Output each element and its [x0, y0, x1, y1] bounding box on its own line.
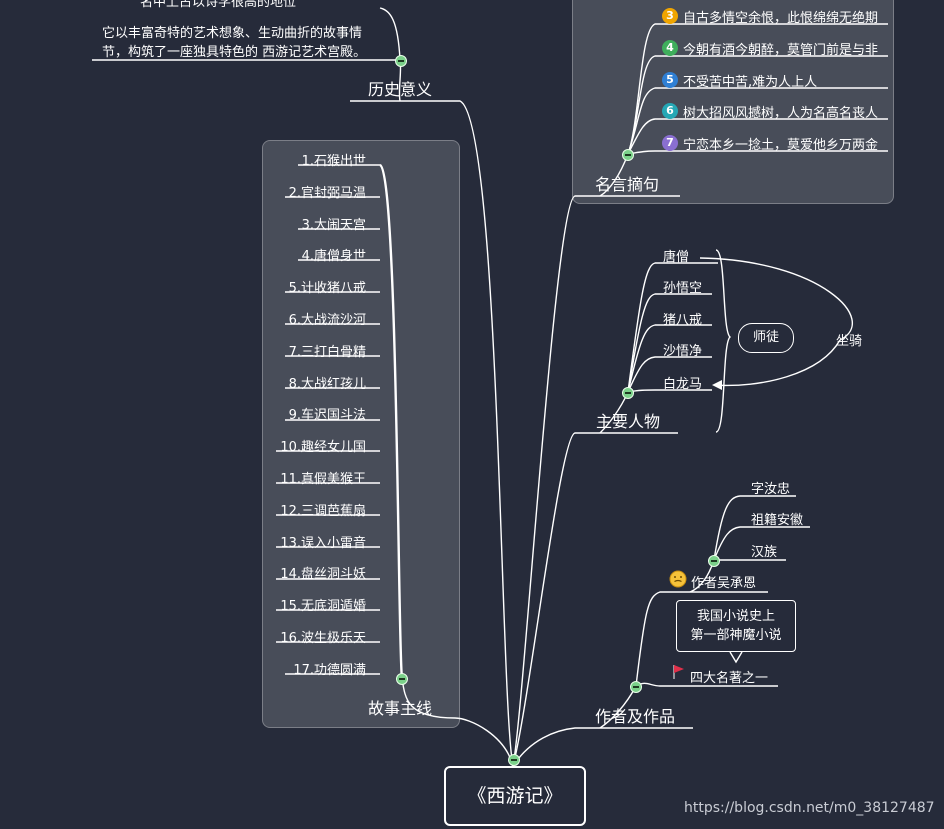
- character-item[interactable]: 孙悟空: [663, 281, 703, 296]
- collapse-quotes-icon[interactable]: [622, 149, 634, 161]
- story-item[interactable]: 7.三打白骨精: [288, 344, 366, 360]
- collapse-story-icon[interactable]: [396, 673, 408, 685]
- red-flag-icon: [673, 665, 684, 679]
- author-detail-courtesy-name[interactable]: 字汝忠: [751, 482, 791, 497]
- quote-number-badge: 3: [662, 8, 678, 24]
- relation-label-mount[interactable]: 坐骑: [836, 334, 863, 349]
- story-item[interactable]: 13.误入小雷音: [280, 535, 366, 551]
- work-callout: 我国小说史上 第一部神魔小说: [676, 600, 796, 652]
- story-item[interactable]: 11.真假美猴王: [280, 472, 366, 487]
- callout-line1: 我国小说史上: [696, 609, 775, 624]
- story-item[interactable]: 5.计收猪八戒: [288, 281, 366, 297]
- story-item[interactable]: 9.车迟国斗法: [288, 408, 366, 424]
- story-item[interactable]: 6.大战流沙河: [288, 313, 366, 328]
- collapse-root-icon[interactable]: [508, 754, 520, 766]
- branch-story[interactable]: 故事主线: [368, 699, 433, 718]
- group-label-disciples[interactable]: 师徒: [738, 323, 794, 353]
- quote-number-badge: 5: [662, 71, 678, 88]
- quote-number-badge: 7: [662, 135, 678, 152]
- author-detail-origin[interactable]: 祖籍安徽: [751, 513, 804, 528]
- author-detail-ethnicity[interactable]: 汉族: [751, 545, 778, 560]
- story-item[interactable]: 12.三调芭蕉扇: [280, 503, 366, 519]
- story-item[interactable]: 2.官封弼马温: [288, 185, 366, 201]
- link-root-characters: [512, 432, 678, 767]
- work-tag[interactable]: 四大名著之一: [690, 671, 769, 686]
- quote-item[interactable]: 树大招风风撼树，人为名高名丧人: [683, 106, 879, 122]
- story-panel: [262, 140, 460, 728]
- quotes-panel: [572, 0, 894, 204]
- author-name[interactable]: 作者吴承恩: [691, 576, 757, 591]
- story-item[interactable]: 14.盘丝洞斗妖: [280, 567, 366, 583]
- quote-number-badge: 6: [662, 103, 678, 120]
- quote-number-badge: 4: [662, 39, 678, 56]
- link-root-story: [454, 717, 514, 767]
- branch-history[interactable]: 历史意义: [368, 80, 433, 99]
- watermark: https://blog.csdn.net/m0_38127487: [684, 800, 935, 816]
- character-item[interactable]: 唐僧: [663, 250, 690, 265]
- story-item[interactable]: 15.无底洞遁婚: [280, 599, 366, 615]
- branch-author[interactable]: 作者及作品: [595, 707, 676, 726]
- quote-item[interactable]: 今朝有酒今朝醉，莫管门前是与非: [683, 42, 879, 58]
- history-cut-text: 名中上占以诗学很高的地位: [140, 0, 297, 10]
- history-text-line1: 它以丰富奇特的艺术想象、生动曲折的故事情: [102, 26, 363, 41]
- quote-item[interactable]: 不受苦中苦,难为人上人: [683, 74, 818, 90]
- collapse-history-icon[interactable]: [395, 55, 407, 67]
- smiley-icon: [669, 570, 687, 588]
- character-item[interactable]: 沙悟净: [663, 344, 703, 359]
- collapse-characters-icon[interactable]: [622, 387, 634, 399]
- quote-item[interactable]: 宁恋本乡一捻土，莫爱他乡万两金: [683, 138, 879, 154]
- story-item[interactable]: 16.波生极乐天: [280, 631, 366, 646]
- story-item[interactable]: 8.大战红孩儿: [288, 376, 366, 392]
- story-item[interactable]: 3.大闹天宫: [301, 217, 366, 233]
- branch-quotes[interactable]: 名言摘句: [595, 175, 660, 194]
- callout-line2: 第一部神魔小说: [690, 628, 782, 643]
- link-root-quotes: [512, 195, 680, 767]
- branch-characters[interactable]: 主要人物: [596, 412, 661, 431]
- link-root-history: [350, 100, 514, 767]
- story-item[interactable]: 17.功德圆满: [293, 662, 366, 678]
- root-node[interactable]: 《西游记》: [444, 766, 586, 826]
- story-item[interactable]: 4.唐僧身世: [301, 249, 366, 265]
- story-item[interactable]: 1.石猴出世: [301, 154, 366, 169]
- character-item[interactable]: 白龙马: [663, 377, 703, 392]
- collapse-author-icon[interactable]: [630, 681, 642, 693]
- collapse-author-details-icon[interactable]: [708, 555, 720, 567]
- character-item[interactable]: 猪八戒: [663, 313, 703, 328]
- quote-item[interactable]: 自古多情空余恨，此恨绵绵无绝期: [683, 11, 879, 26]
- history-text-line2: 节，构筑了一座独具特色的 西游记艺术宫殿。: [102, 45, 367, 60]
- story-item[interactable]: 10.趣经女儿国: [280, 440, 366, 456]
- link-root-author: [512, 727, 693, 767]
